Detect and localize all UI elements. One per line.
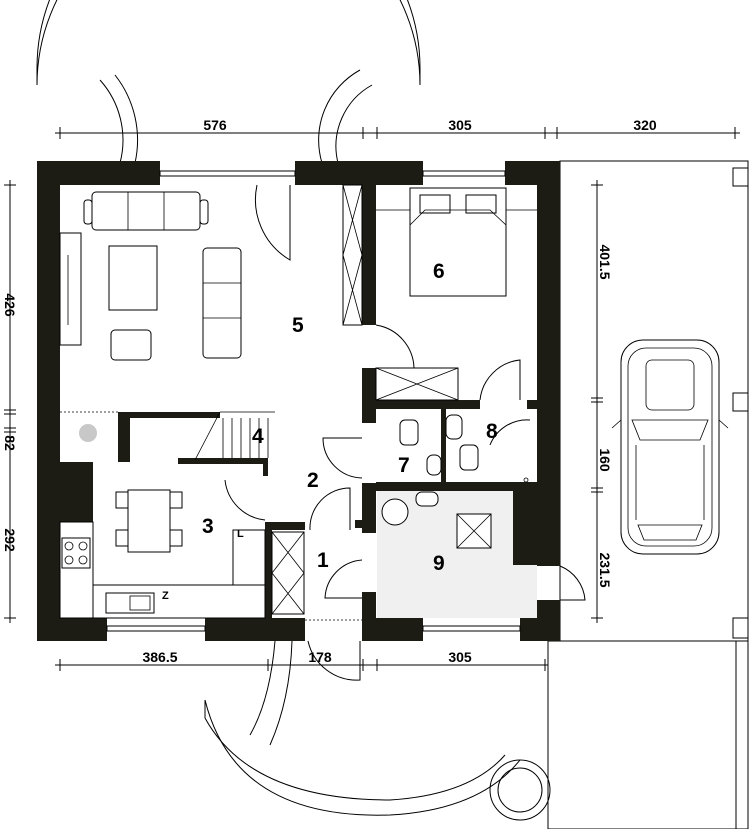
living-furniture [59, 191, 242, 361]
dim-bottom-2: 178 [308, 649, 332, 665]
kitchen: L Z [59, 489, 266, 619]
room-9-label: 9 [433, 552, 445, 575]
stairs [60, 411, 275, 461]
car [611, 339, 729, 555]
dimension-lines [4, 127, 740, 671]
pergola-top [36, 0, 421, 164]
room-4-label: 4 [252, 425, 264, 448]
room-8-label: 8 [486, 420, 498, 443]
dim-garage-3: 231.5 [597, 552, 613, 587]
walls [37, 161, 560, 641]
room-1-label: 1 [317, 549, 329, 572]
dim-top-1: 576 [203, 117, 227, 133]
room-3-label: 3 [202, 515, 214, 538]
room-5-label: 5 [292, 314, 304, 337]
dim-left-1: 426 [2, 293, 18, 317]
windows[interactable] [106, 170, 521, 632]
dim-top-3: 320 [633, 117, 657, 133]
fridge-label: L [237, 528, 244, 540]
pergola-bottom [204, 640, 551, 821]
room-labels: 1 2 3 4 5 6 7 8 9 [202, 260, 498, 575]
dim-bottom-1: 386.5 [142, 649, 177, 665]
dim-left-3: 292 [2, 528, 18, 552]
boiler-icon [79, 424, 97, 442]
room-7-label: 7 [398, 454, 410, 477]
doors[interactable] [224, 184, 586, 681]
dimension-labels: 576 305 320 386.5 178 305 426 82 292 401… [2, 117, 657, 665]
sanitary [381, 414, 529, 526]
wardrobes [271, 184, 492, 615]
dim-left-2: 82 [2, 435, 18, 451]
dim-top-2: 305 [448, 117, 472, 133]
bed [376, 187, 537, 297]
dim-bottom-3: 305 [448, 649, 472, 665]
dishwasher-label: Z [162, 590, 169, 602]
room-6-label: 6 [433, 260, 445, 283]
room-2-label: 2 [307, 469, 319, 492]
dim-garage-1: 401.5 [597, 244, 613, 279]
dim-garage-2: 160 [597, 448, 613, 472]
